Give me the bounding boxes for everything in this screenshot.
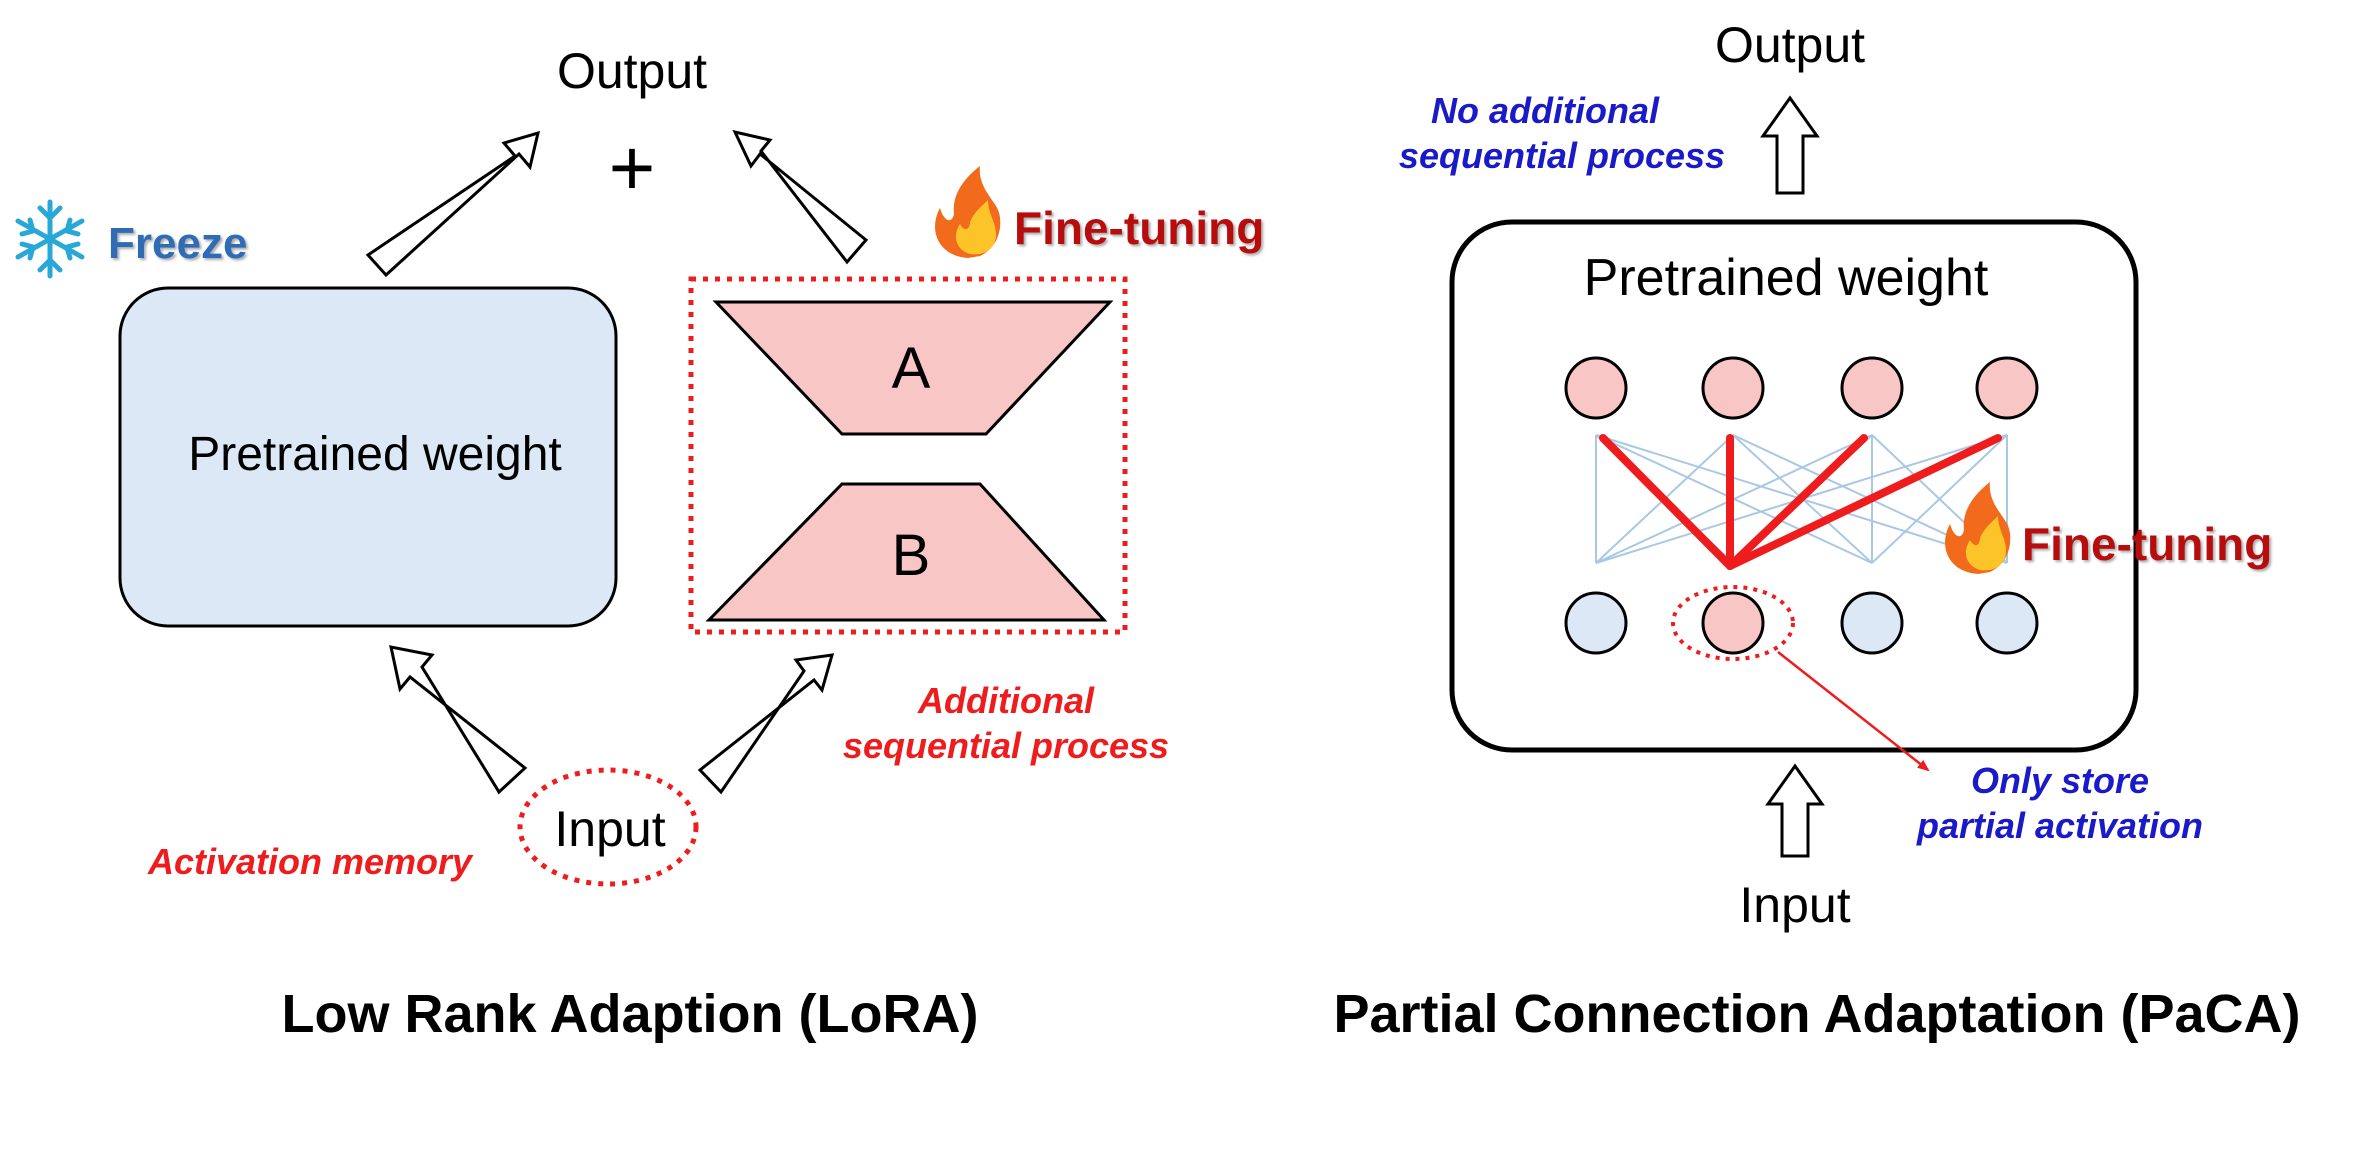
paca-arrow-from-input (1765, 763, 1825, 858)
paca-bottom-neuron (1840, 591, 1904, 655)
lora-output-label: Output (557, 43, 707, 99)
lora-additional-line2: sequential process (843, 725, 1169, 766)
paca-pointer-arrow (1777, 651, 1930, 772)
paca-bottom-neuron (1564, 591, 1628, 655)
lora-pretrained-weight-box (118, 286, 618, 628)
lora-input-ellipse (517, 767, 699, 887)
lora-matrix-a-label: A (892, 336, 931, 401)
paca-title: Partial Connection Adaptation (PaCA) (1333, 984, 2300, 1044)
lora-matrix-b-shape (705, 482, 1108, 622)
lora-plus-sign: + (609, 123, 656, 212)
lora-arrow-input-to-weight (389, 645, 528, 795)
fire-icon (1945, 482, 2011, 574)
lora-freeze-label: Freeze (108, 219, 247, 268)
lora-arrow-adapter-to-output (732, 129, 869, 265)
paca-partial-connections (1599, 434, 2002, 570)
snowflake-icon (15, 199, 85, 279)
lora-adapter-frame (688, 276, 1128, 635)
lora-matrix-b-label: B (892, 523, 931, 588)
lora-arrow-weight-to-output (365, 130, 541, 278)
paca-top-neuron (1701, 356, 1765, 420)
lora-input-label: Input (554, 801, 665, 857)
paca-bottom-neuron-selected (1701, 591, 1765, 655)
lora-title: Low Rank Adaption (LoRA) (282, 984, 979, 1044)
paca-arrow-to-output (1760, 95, 1820, 195)
paca-only-store-line1: Only store (1971, 760, 2149, 801)
paca-bottom-neuron (1975, 591, 2039, 655)
paca-input-label: Input (1739, 877, 1850, 933)
lora-activation-memory-label: Activation memory (147, 841, 474, 882)
paca-top-neuron (1564, 356, 1628, 420)
paca-top-neuron (1840, 356, 1904, 420)
lora-panel: Output + Freeze Pretrained weight (15, 43, 1264, 1044)
paca-panel: Output No additional sequential process … (1333, 17, 2300, 1044)
paca-no-additional-line1: No additional (1431, 90, 1660, 131)
lora-arrow-input-to-adapter (697, 653, 835, 795)
paca-finetune-label: Fine-tuning (2022, 518, 2272, 570)
lora-additional-line1: Additional (917, 680, 1095, 721)
paca-only-store-line2: partial activation (1916, 805, 2203, 846)
paca-selected-ellipse (1671, 585, 1795, 661)
paca-pretrained-weight-label: Pretrained weight (1584, 249, 1989, 307)
lora-finetune-label: Fine-tuning (1014, 202, 1264, 254)
paca-output-label: Output (1715, 17, 1865, 73)
paca-top-neuron (1975, 356, 2039, 420)
fire-icon (935, 166, 1001, 258)
lora-matrix-a-shape (712, 300, 1114, 436)
lora-pretrained-weight-label: Pretrained weight (188, 428, 562, 481)
paca-no-additional-line2: sequential process (1399, 135, 1725, 176)
